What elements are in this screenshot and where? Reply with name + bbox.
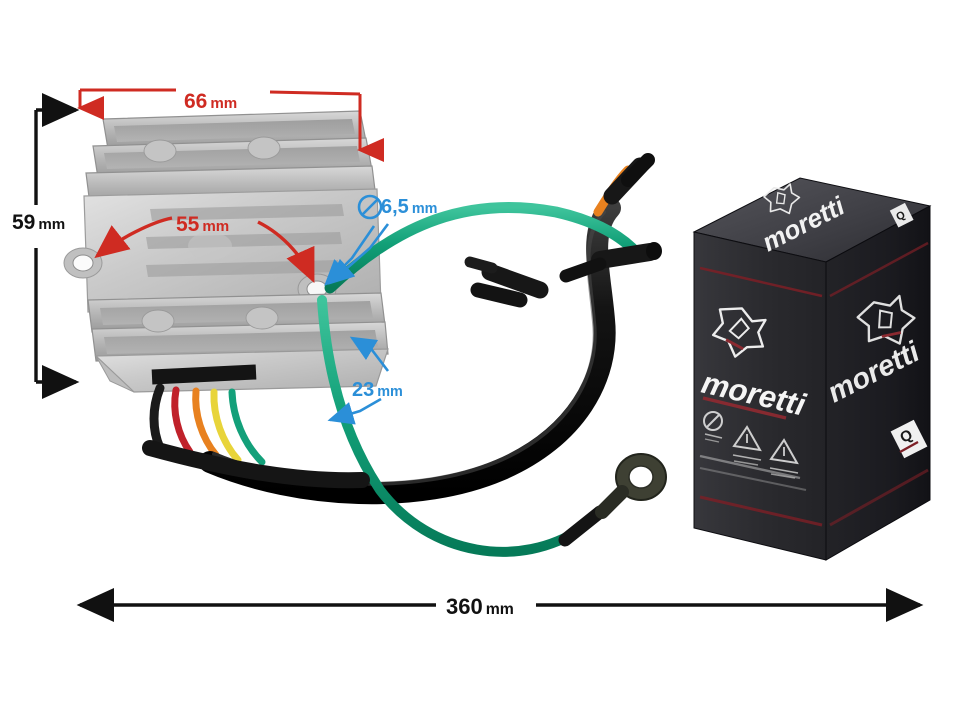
moretti-star-logo-side bbox=[856, 294, 916, 345]
heatsink-fins-bottom bbox=[87, 292, 389, 393]
bullet-connectors bbox=[464, 153, 662, 308]
no-open-flame-icon bbox=[703, 411, 723, 443]
dimension-55mm bbox=[94, 216, 315, 284]
mounting-hole-left bbox=[63, 247, 103, 279]
regulator-body bbox=[63, 110, 389, 393]
dimension-23mm bbox=[327, 336, 390, 425]
warning-triangle-icon-2 bbox=[769, 438, 799, 479]
q-badge: Q bbox=[890, 419, 928, 459]
dimension-59mm bbox=[34, 93, 80, 399]
wire-harness bbox=[142, 153, 667, 557]
warning-triangle-icon-1 bbox=[732, 425, 762, 466]
ring-terminal bbox=[558, 453, 667, 547]
dimension-6-5mm bbox=[324, 194, 390, 286]
moretti-star-logo bbox=[763, 183, 801, 215]
retail-box: moretti moretti moretti bbox=[692, 177, 932, 561]
warning-icons bbox=[699, 411, 807, 491]
q-badge-top: Q bbox=[889, 202, 914, 228]
moretti-star-logo-front bbox=[711, 307, 767, 358]
dimension-66mm bbox=[77, 88, 384, 162]
